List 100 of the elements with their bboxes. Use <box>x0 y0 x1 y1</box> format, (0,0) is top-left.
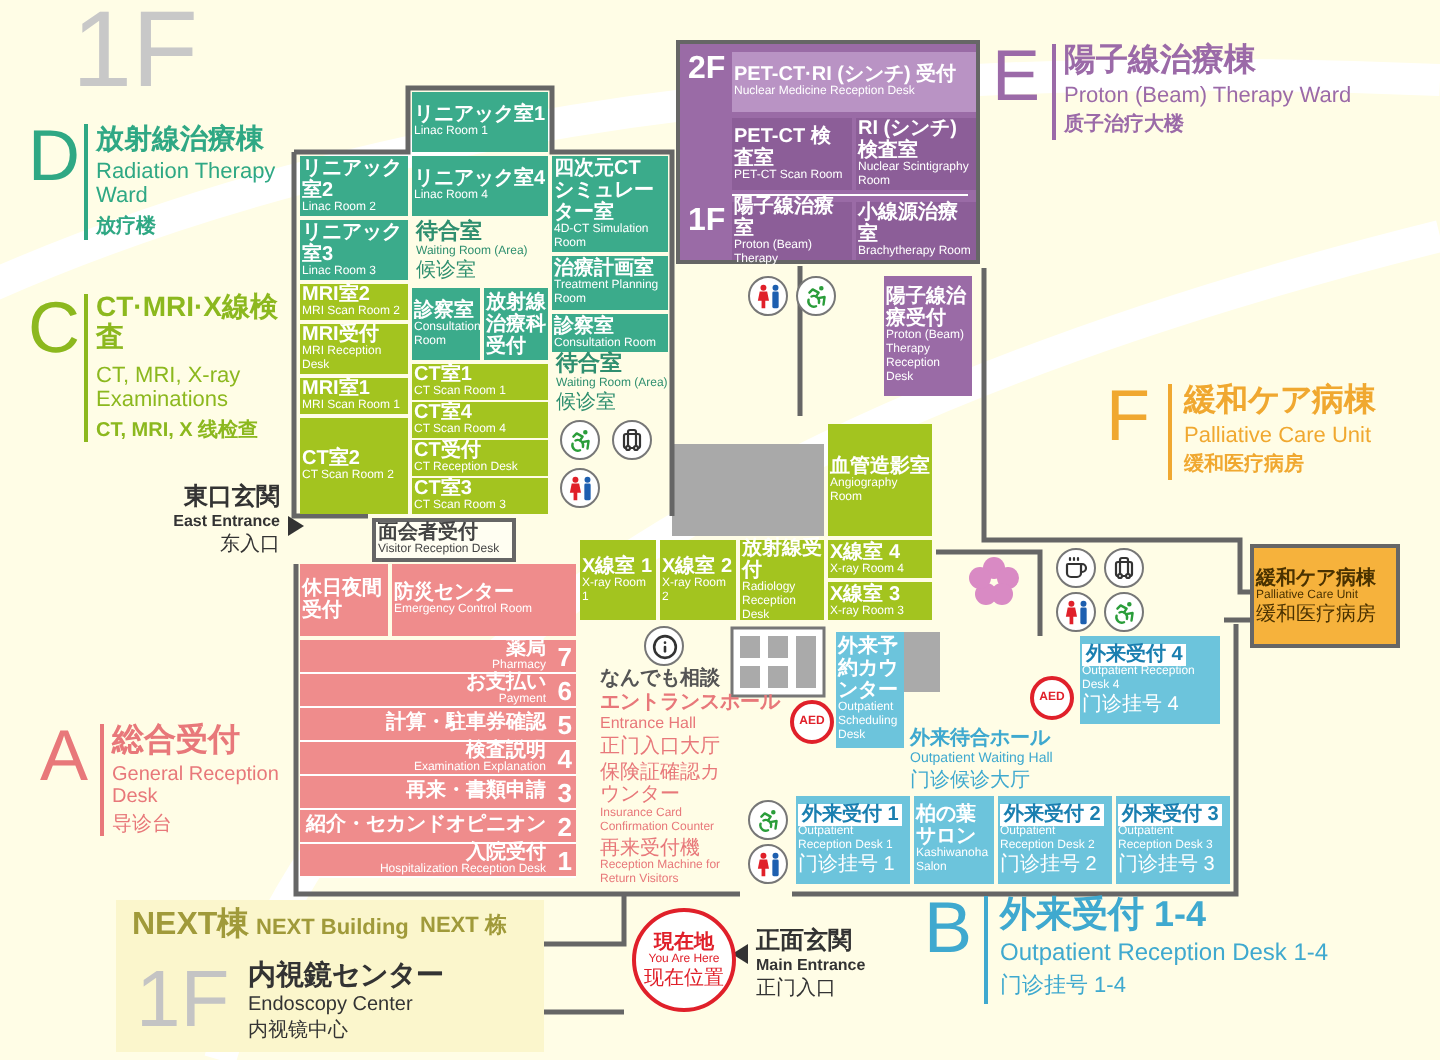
room-name-chinese: 门诊挂号 1 <box>798 854 895 876</box>
room-block <box>856 202 976 260</box>
area-label: Entrance Hall <box>600 716 697 734</box>
room-name: 小線源治療室 <box>858 202 958 246</box>
section-title: CT·MRI·X線検査 <box>96 292 280 354</box>
room-block <box>300 418 408 514</box>
counter-row <box>300 810 576 844</box>
section-title: 放射線治療棟 <box>96 124 266 155</box>
room-block <box>1250 544 1400 648</box>
counter-label: 再来受付機 <box>600 838 700 860</box>
floor-label: 2F <box>688 52 726 88</box>
area-label: 正门入口大厅 <box>600 736 720 758</box>
section-letter: F <box>1106 376 1150 456</box>
room-block <box>828 582 932 620</box>
room-block <box>300 220 408 280</box>
reception-counter <box>998 796 1112 884</box>
counter-row <box>300 844 576 878</box>
room-name: 休日夜間受付 <box>302 578 384 622</box>
room-name: 外来予約カウンター <box>838 636 900 702</box>
room-name: CT室4 <box>414 402 472 424</box>
room-block <box>412 440 548 476</box>
room-name: 現在地 <box>654 931 714 953</box>
room-block <box>412 478 548 514</box>
desk-name: 外来受付 3 <box>1118 804 1223 826</box>
room-block <box>828 540 932 578</box>
room-block <box>552 256 668 310</box>
room-block <box>412 288 480 360</box>
section-subtitle: Palliative Care Unit <box>1184 424 1372 449</box>
room-name: PET-CT 検査室 <box>734 125 833 169</box>
area-label: 候诊室 <box>556 392 616 414</box>
counter-row <box>300 674 576 708</box>
room-name: CT受付 <box>414 440 481 462</box>
room-name: X線室 2 <box>662 555 733 577</box>
area-label: 待合室 <box>556 352 622 377</box>
area-label: エントランスホール <box>600 692 780 714</box>
building-block <box>116 900 544 1052</box>
section-title: 外来受付 1-4 <box>1000 896 1207 936</box>
room-name: 陽子線治療室 <box>734 195 836 239</box>
section-subtitle: 缓和医疗病房 <box>1184 454 1304 476</box>
room-name-chinese: 门诊挂号 2 <box>1000 854 1097 876</box>
counter-label: 保険証確認カウンター <box>600 762 722 806</box>
room-name: リニアック室4 <box>414 168 546 190</box>
counter-number: 1 <box>557 846 572 876</box>
room-name: 柏の葉サロン <box>916 804 976 848</box>
room-name: CT室3 <box>414 478 472 500</box>
section-subtitle: Radiation Therapy Ward <box>96 160 278 209</box>
room-block <box>412 156 548 216</box>
section-title: 陽子線治療棟 <box>1064 44 1256 80</box>
counter-row <box>300 742 576 776</box>
desk-name: 外来受付 1 <box>798 804 903 826</box>
room-block <box>836 632 904 748</box>
room-name: X線室 1 <box>582 555 653 577</box>
building-name: NEXT棟 <box>132 908 250 944</box>
room-block <box>412 402 548 438</box>
room-name: 放射線受付 <box>742 537 822 581</box>
area-label: 待合室 <box>416 220 482 245</box>
room-block <box>300 284 408 320</box>
room-block <box>300 564 388 636</box>
room-name-chinese: 门诊挂号 4 <box>1082 694 1179 716</box>
room-block <box>552 156 668 252</box>
desk-name: 外来受付 4 <box>1082 644 1187 666</box>
room-block <box>392 564 576 636</box>
room-block <box>884 276 972 396</box>
room-name: MRI受付 <box>302 324 379 346</box>
room-name: 面会者受付 <box>378 522 478 544</box>
room-block <box>856 118 976 190</box>
entrance-label: 东入口 <box>218 534 280 556</box>
counter-name: 計算・駐車券確認 <box>386 714 546 734</box>
room-name: CT室2 <box>302 448 360 470</box>
section-letter: E <box>992 36 1041 116</box>
area-label: 外来待合ホール <box>910 728 1050 750</box>
section-subtitle: General Reception Desk <box>112 764 281 808</box>
room-name: 診察室 <box>414 299 474 321</box>
room-name-chinese: 门诊挂号 3 <box>1118 854 1215 876</box>
room-block <box>300 324 408 374</box>
room-name: リニアック室1 <box>414 104 546 126</box>
room-name-chinese: 缓和医疗病房 <box>1256 603 1376 625</box>
room-name: 緩和ケア病棟 <box>1256 567 1376 589</box>
counter-name: 再来・書類申請 <box>406 782 546 802</box>
counter-number: 6 <box>557 676 572 706</box>
counter-row <box>300 640 576 674</box>
section-title: 緩和ケア病棟 <box>1184 384 1376 420</box>
counter-number: 5 <box>557 710 572 740</box>
counter-number: 4 <box>557 744 572 774</box>
building-name-english: NEXT Building <box>256 916 409 941</box>
room-name: 防災センター <box>394 582 514 604</box>
entrance-label: 東口玄関 <box>182 484 280 511</box>
section-letter: B <box>924 888 973 968</box>
counter-number: 2 <box>557 812 572 842</box>
room-name: RI (シンチ) 検査室 <box>858 118 957 162</box>
reception-desk <box>372 518 516 562</box>
room-name: リニアック室2 <box>302 157 404 201</box>
area-label: 门诊候诊大厅 <box>910 770 1030 792</box>
counter-row <box>300 776 576 810</box>
reception-counter <box>1080 636 1220 724</box>
counter-number: 3 <box>557 778 572 808</box>
reception-counter <box>1116 796 1230 884</box>
room-name: 治療計画室 <box>554 258 654 280</box>
section-subtitle: CT, MRI, X 线检查 <box>96 420 259 442</box>
room-name: リニアック室3 <box>302 221 404 265</box>
